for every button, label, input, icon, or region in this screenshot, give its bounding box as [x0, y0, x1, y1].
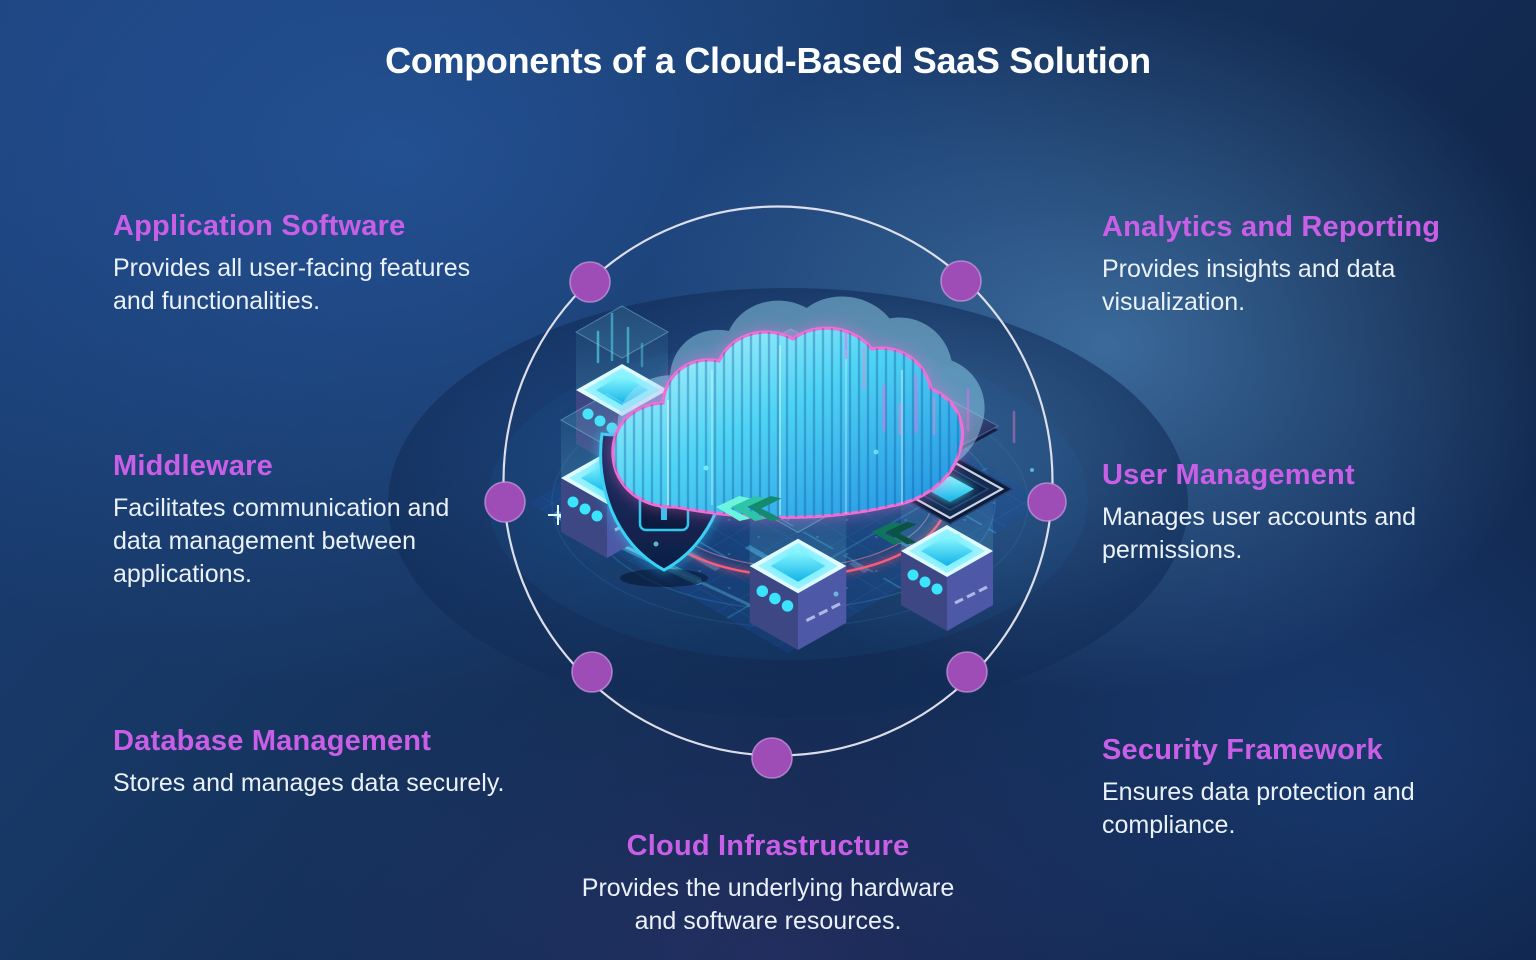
component-description: Provides insights and data visualization… — [1102, 255, 1396, 316]
component-description: Ensures data protection and compliance. — [1102, 778, 1415, 839]
component-cloud-infrastructure: Cloud Infrastructure Provides the underl… — [508, 830, 1028, 938]
component-heading: Database Management — [113, 725, 432, 757]
component-heading: Cloud Infrastructure — [626, 830, 910, 862]
component-description: Provides all user-facing features and fu… — [113, 254, 471, 315]
component-dot-analytics-and-reporting — [940, 260, 982, 302]
component-heading: Analytics and Reporting — [1102, 211, 1441, 243]
component-description: Manages user accounts and permissions. — [1102, 503, 1417, 564]
component-middleware: Middleware Facilitates communication and… — [113, 450, 543, 591]
component-application-software: Application Software Provides all user-f… — [113, 210, 543, 318]
component-description: Facilitates communication and data manag… — [113, 494, 450, 588]
component-dot-user-management — [1027, 482, 1067, 522]
component-description: Stores and manages data securely. — [113, 769, 505, 797]
component-heading: User Management — [1102, 459, 1355, 491]
data-streaks — [596, 312, 1016, 444]
component-security-framework: Security Framework Ensures data protecti… — [1102, 734, 1502, 842]
component-database-management: Database Management Stores and manages d… — [113, 725, 583, 800]
component-dot-application-software — [569, 261, 611, 303]
component-analytics-and-reporting: Analytics and Reporting Provides insight… — [1102, 211, 1502, 319]
component-heading: Security Framework — [1102, 734, 1383, 766]
component-dot-cloud-infrastructure — [751, 737, 793, 779]
component-dot-database-management — [571, 651, 613, 693]
component-dot-security-framework — [946, 651, 988, 693]
page-title: Components of a Cloud-Based SaaS Solutio… — [385, 40, 1151, 81]
component-heading: Application Software — [113, 210, 406, 242]
component-heading: Middleware — [113, 450, 273, 482]
component-dot-middleware — [484, 481, 526, 523]
component-user-management: User Management Manages user accounts an… — [1102, 459, 1502, 567]
component-description: Provides the underlying hardware and sof… — [581, 874, 955, 935]
sparkles — [653, 449, 1034, 597]
